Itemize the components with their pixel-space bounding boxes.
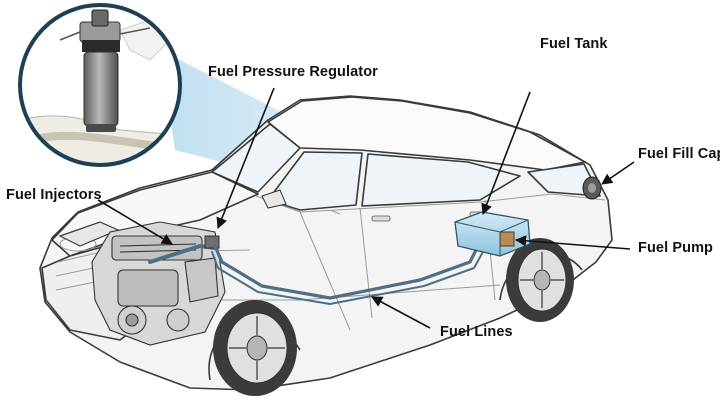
- arrow-fuel-pressure-regulator: [216, 87, 275, 230]
- arrow-fuel-fill-cap: [601, 161, 635, 185]
- label-fuel-tank: Fuel Tank: [540, 36, 608, 52]
- fuel-fill-cap-part: [582, 176, 602, 200]
- door-handle-front: [371, 215, 391, 222]
- arrow-fuel-pump: [514, 235, 631, 250]
- label-fuel-injectors: Fuel Injectors: [6, 187, 102, 203]
- rear-wheel: [506, 238, 574, 322]
- engine: [91, 221, 226, 346]
- arrow-fuel-tank: [481, 91, 531, 216]
- fuel-lines: [211, 244, 485, 305]
- label-fuel-pump: Fuel Pump: [638, 240, 714, 256]
- pump-inset: [18, 3, 182, 167]
- front-wheel: [213, 300, 297, 396]
- leader-arrows: [97, 87, 635, 329]
- fuel-pressure-regulator-part: [204, 235, 220, 249]
- label-fuel-pressure-regulator: Fuel Pressure Regulator: [208, 64, 378, 80]
- label-fuel-fill-cap: Fuel Fill Cap: [638, 146, 720, 162]
- label-fuel-lines: Fuel Lines: [440, 324, 513, 340]
- fuel-tank-part: [454, 211, 531, 257]
- fuel-pump-part: [499, 231, 515, 247]
- arrow-fuel-injectors: [97, 199, 173, 245]
- arrow-fuel-lines: [371, 296, 431, 329]
- side-mirror: [261, 189, 287, 209]
